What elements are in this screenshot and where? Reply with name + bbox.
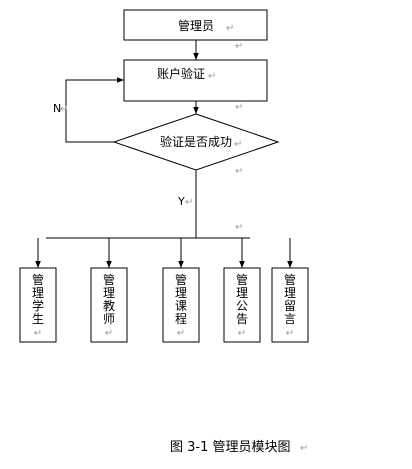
module-label: 管理学生: [32, 272, 44, 326]
login-node-label: 账户验证: [157, 66, 205, 81]
paragraph-mark: ↵: [60, 104, 68, 115]
module-box: [90, 267, 128, 343]
paragraph-mark: ↵: [105, 328, 113, 339]
no-branch-label: N: [53, 102, 61, 115]
admin-node-box: [123, 9, 268, 41]
paragraph-mark: ↵: [235, 222, 243, 233]
no-branch-loop: [65, 77, 124, 143]
module-box: [271, 267, 309, 343]
module-box: [162, 267, 200, 343]
figure-caption: 图 3-1 管理员模块图: [170, 440, 291, 455]
paragraph-mark: ↵: [238, 328, 246, 339]
yes-branch-label: Y: [177, 195, 185, 208]
admin-node-label: 管理员: [178, 18, 214, 33]
module-box: [19, 267, 57, 343]
module-label: 管理教师: [103, 272, 115, 326]
module-boxes: 管理学生 ↵ 管理教师 ↵ 管理课程 ↵ 管理公告 ↵ 管理留言 ↵: [19, 238, 309, 343]
module-label: 管理留言: [284, 272, 296, 326]
paragraph-mark: ↵: [235, 41, 243, 52]
paragraph-mark: ↵: [300, 443, 308, 454]
paragraph-mark: ↵: [177, 328, 185, 339]
paragraph-mark: ↵: [226, 23, 234, 34]
module-label: 管理课程: [175, 272, 187, 326]
module-label: 管理公告: [236, 272, 248, 326]
paragraph-mark: ↵: [235, 166, 243, 177]
module-box: [223, 267, 261, 343]
paragraph-mark: ↵: [234, 139, 242, 150]
paragraph-mark: ↵: [208, 71, 216, 82]
paragraph-mark: ↵: [235, 102, 243, 113]
paragraph-mark: ↵: [185, 197, 193, 208]
paragraph-mark: ↵: [286, 328, 294, 339]
decision-label: 验证是否成功: [160, 134, 232, 149]
paragraph-mark: ↵: [34, 328, 42, 339]
login-node-box: [123, 59, 268, 102]
